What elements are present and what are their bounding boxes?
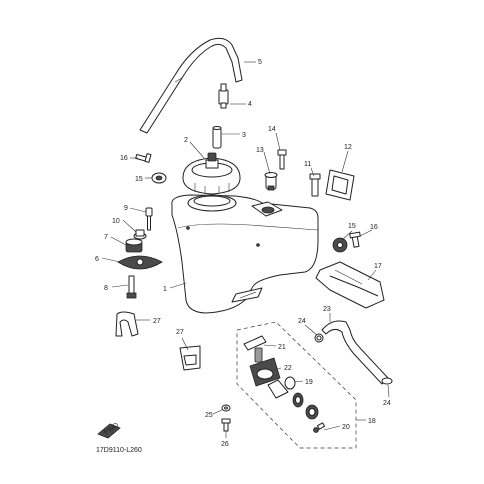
diagram-code: 17D9110-L260 (96, 447, 142, 454)
callout-8: 8 (104, 285, 108, 292)
callout-17: 17 (374, 263, 382, 270)
part-4-hose-fitting (218, 83, 229, 109)
part-12-bracket (325, 169, 355, 201)
part-15-collar-left (151, 172, 167, 184)
part-17-pad (315, 261, 385, 309)
part-13-collar (264, 172, 278, 191)
callout-numbers: 5 4 3 2 16 15 9 10 7 6 8 1 27 27 14 13 1… (95, 59, 391, 448)
callout-24-upper: 24 (298, 318, 306, 325)
callout-6: 6 (95, 256, 99, 263)
callout-13: 13 (256, 147, 264, 154)
part-7-grommet (125, 238, 143, 253)
part-24-clamp-upper (314, 333, 324, 343)
leader-lines (101, 61, 390, 438)
callout-3: 3 (242, 132, 246, 139)
callout-2: 2 (184, 137, 188, 144)
part-8-bolt (126, 275, 137, 299)
callout-16-left: 16 (120, 155, 128, 162)
callout-7: 7 (104, 234, 108, 241)
part-14-bolt (277, 149, 287, 170)
part-2-tank-cap (182, 152, 241, 195)
callout-18: 18 (368, 418, 376, 425)
part-6-bracket (117, 255, 163, 270)
part-27-clip-left (115, 311, 139, 337)
part-27-clip-middle (179, 345, 201, 371)
callout-20: 20 (342, 424, 350, 431)
part-11-bolt (309, 173, 321, 197)
callout-23: 23 (323, 306, 331, 313)
callout-27-middle: 27 (176, 329, 184, 336)
callout-10: 10 (112, 218, 120, 225)
callout-27-left: 27 (153, 318, 161, 325)
callout-14: 14 (268, 126, 276, 133)
part-16-bolt-right (349, 231, 361, 248)
callout-1: 1 (163, 286, 167, 293)
part-24-clamp-lower (381, 377, 393, 385)
callout-26: 26 (221, 441, 229, 448)
part-22-cock-body (249, 357, 289, 399)
part-25-washer (221, 404, 231, 412)
callout-4: 4 (248, 101, 252, 108)
callout-19: 19 (305, 379, 313, 386)
callout-11: 11 (304, 161, 311, 168)
callout-15-left: 15 (135, 176, 143, 183)
callout-5: 5 (258, 59, 262, 66)
part-26-bolt (221, 418, 231, 432)
part-1-fuel-tank (171, 194, 319, 314)
part-18-fuel-cock-assembly (236, 321, 357, 449)
fwd-direction-badge: FWD (97, 422, 121, 439)
part-10-washer (133, 229, 147, 240)
callout-21: 21 (278, 344, 286, 351)
part-23-hose (321, 320, 389, 385)
part-16-bolt-left (135, 153, 152, 163)
callout-16-right: 16 (370, 224, 378, 231)
callout-15-right: 15 (348, 223, 356, 230)
part-19-o-ring (284, 376, 319, 420)
callout-25: 25 (205, 412, 213, 419)
part-21-lever (243, 335, 267, 363)
callout-22: 22 (284, 365, 292, 372)
part-3-pipe (212, 126, 222, 149)
callout-9: 9 (124, 205, 128, 212)
part-9-bolt (145, 207, 153, 231)
callout-12: 12 (344, 144, 352, 151)
part-5-breather-hose (139, 37, 243, 134)
part-20-screw (313, 422, 326, 433)
callout-24-lower: 24 (383, 400, 391, 407)
part-15-damper-right (332, 237, 348, 253)
